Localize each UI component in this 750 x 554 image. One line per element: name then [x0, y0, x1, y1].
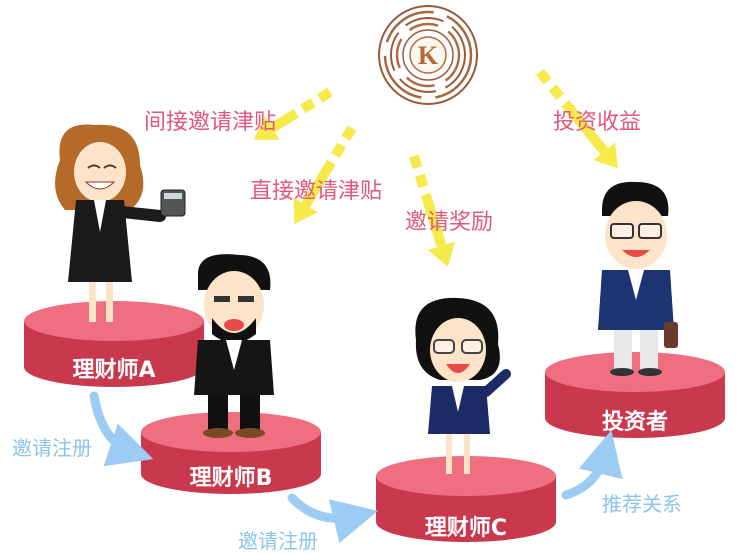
investor-figure — [598, 181, 678, 376]
node-planner-a: 理财师A — [72, 358, 156, 383]
arrow-to-planner-b — [293, 125, 357, 225]
arrow-to-planner-a — [253, 87, 333, 140]
label-investment-income: 投资收益 — [553, 110, 642, 135]
blue-arrows — [89, 391, 623, 544]
arrow-a-to-b — [89, 391, 154, 467]
k-logo: K — [378, 5, 478, 105]
node-planner-c: 理财师C — [424, 516, 508, 541]
label-direct-bonus: 直接邀请津贴 — [250, 179, 383, 204]
planner-a-figure — [55, 124, 186, 322]
label-invite-reward: 邀请奖励 — [405, 210, 494, 235]
yellow-arrows — [253, 68, 619, 267]
planner-c-figure — [415, 297, 511, 474]
disc-investor — [545, 352, 725, 438]
arrow-to-planner-c — [409, 154, 455, 267]
node-investor: 投资者 — [601, 410, 668, 435]
disc-planner-a — [24, 301, 204, 387]
node-planner-b: 理财师B — [189, 466, 273, 491]
label-indirect-bonus: 间接邀请津贴 — [144, 110, 277, 135]
planner-b-figure — [194, 254, 274, 438]
label-invite-register-2: 邀请注册 — [238, 529, 318, 553]
disc-planner-b — [141, 412, 321, 494]
label-invite-register-1: 邀请注册 — [12, 436, 92, 460]
arrow-to-investor — [536, 68, 619, 169]
arrow-b-to-c — [287, 493, 378, 544]
svg-text:K: K — [418, 41, 439, 70]
arrow-c-to-investor — [561, 430, 623, 500]
label-referral-relation: 推荐关系 — [602, 492, 682, 516]
disc-planner-c — [376, 456, 556, 542]
